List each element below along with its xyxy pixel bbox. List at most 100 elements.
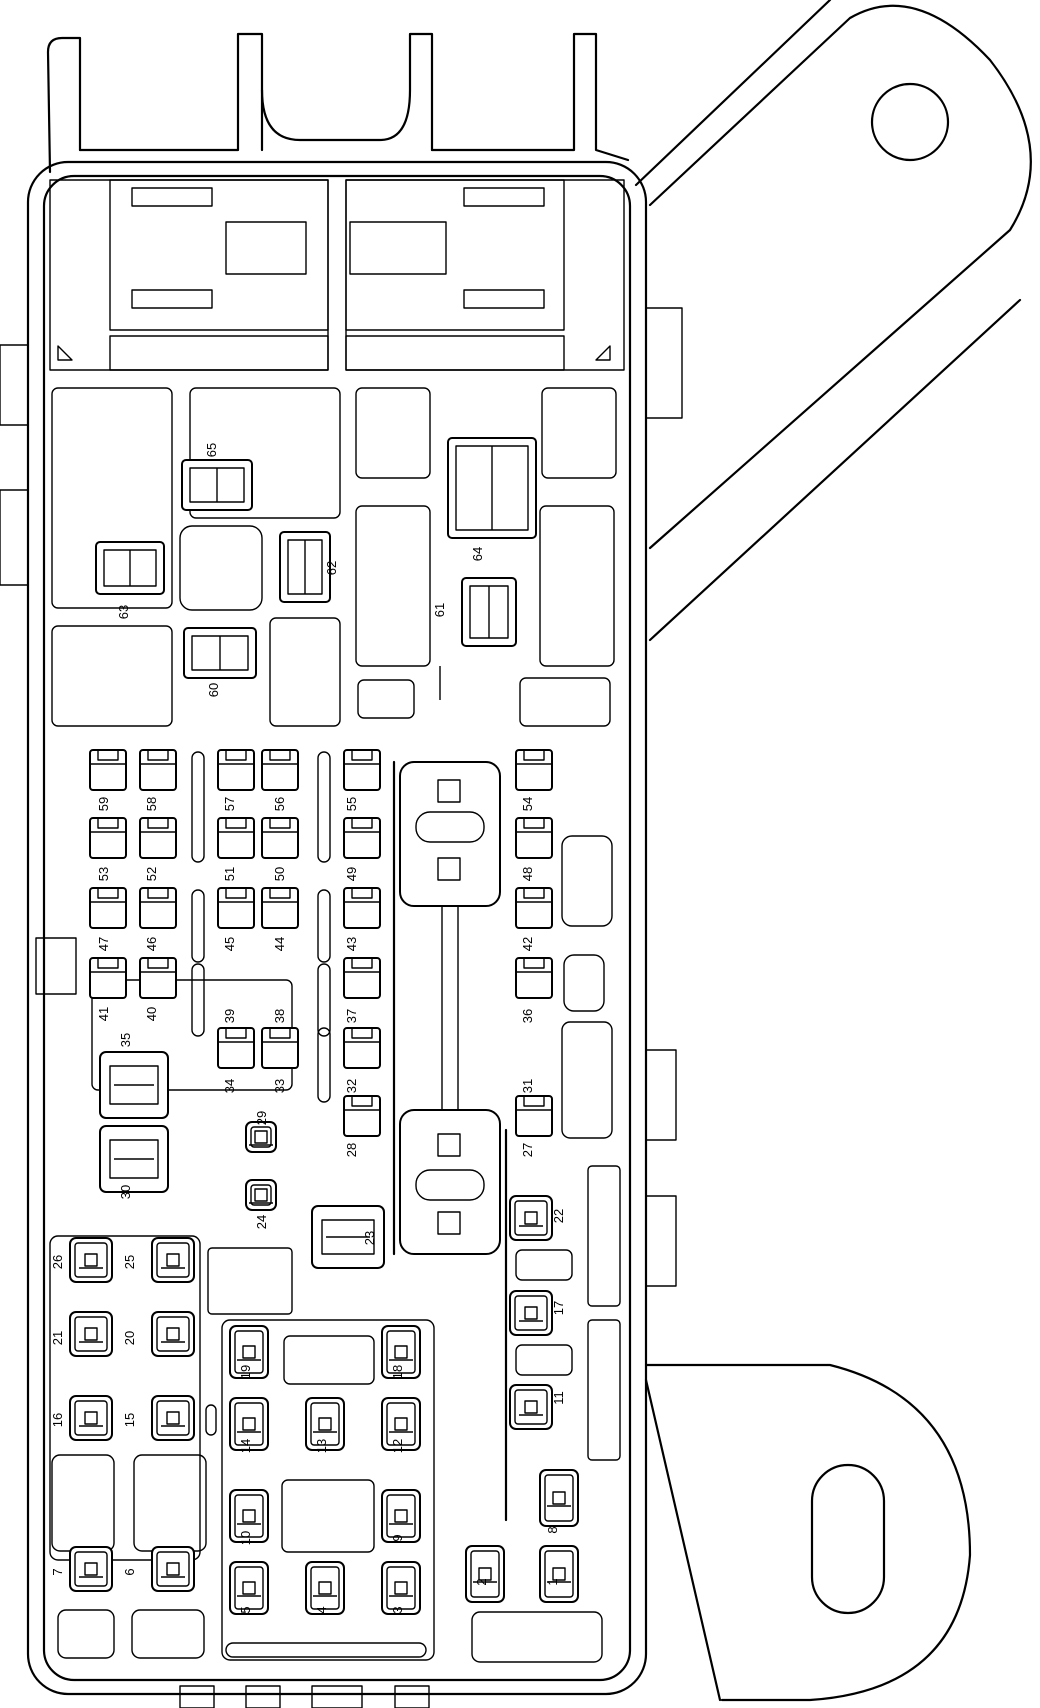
fuse-label-15: 15 xyxy=(122,1413,137,1427)
fuse-29: 29 xyxy=(245,1111,277,1153)
fuse-label-27: 27 xyxy=(520,1143,535,1157)
fuse-13: 13 xyxy=(305,1397,345,1453)
fuse-label-11: 11 xyxy=(551,1391,566,1405)
fuse-4: 4 xyxy=(305,1561,345,1615)
fuse-label-29: 29 xyxy=(254,1111,269,1125)
fuse-55: 55 xyxy=(343,749,381,811)
fuse-32: 32 xyxy=(343,1027,381,1093)
fuse-label-20: 20 xyxy=(122,1331,137,1345)
fuse-label-50: 50 xyxy=(272,867,287,881)
fuse-label-1: 1 xyxy=(545,1578,560,1585)
fuse-label-12: 12 xyxy=(390,1439,405,1453)
fuse-label-34: 34 xyxy=(222,1079,237,1093)
fuse-label-30: 30 xyxy=(118,1185,133,1199)
fuse-37: 37 xyxy=(343,957,381,1023)
fuse-label-48: 48 xyxy=(520,867,535,881)
fuse-61: 61 xyxy=(432,577,517,647)
fuse-label-32: 32 xyxy=(344,1079,359,1093)
fuse-8: 8 xyxy=(539,1469,579,1534)
fuse-63: 63 xyxy=(95,541,165,619)
fuse-label-44: 44 xyxy=(272,937,287,951)
fuse-1: 1 xyxy=(539,1545,579,1603)
fuse-label-8: 8 xyxy=(545,1526,560,1533)
fuse-label-63: 63 xyxy=(116,605,131,619)
fuse-3: 3 xyxy=(381,1561,421,1615)
fuse-42: 42 xyxy=(515,887,553,951)
mounting-bracket-lower xyxy=(644,1363,972,1702)
fuse-label-55: 55 xyxy=(344,797,359,811)
fuse-24: 24 xyxy=(245,1179,277,1229)
fuse-label-38: 38 xyxy=(272,1009,287,1023)
fuse-label-18: 18 xyxy=(390,1365,405,1379)
fuse-34: 34 xyxy=(222,1079,237,1093)
fuse-56: 56 xyxy=(261,749,299,811)
fuse-label-26: 26 xyxy=(50,1255,65,1269)
right-side-column xyxy=(515,835,621,1461)
fuse-label-56: 56 xyxy=(272,797,287,811)
fuse-12: 12 xyxy=(381,1397,421,1453)
fuse-53: 53 xyxy=(89,817,127,881)
fuse-19: 19 xyxy=(229,1325,269,1379)
fuse-25: 25 xyxy=(122,1237,195,1283)
fuse-50: 50 xyxy=(261,817,299,881)
slot-separators xyxy=(91,751,427,1658)
fuse-15: 15 xyxy=(122,1395,195,1441)
fuse-52: 52 xyxy=(139,817,177,881)
fuse-label-6: 6 xyxy=(122,1568,137,1575)
fuse-label-41: 41 xyxy=(96,1007,111,1021)
fuse-26: 26 xyxy=(50,1237,113,1283)
fuse-label-40: 40 xyxy=(144,1007,159,1021)
fuse-21: 21 xyxy=(50,1311,113,1357)
fuse-label-7: 7 xyxy=(50,1568,65,1575)
fuse-label-36: 36 xyxy=(520,1009,535,1023)
fuse-label-39: 39 xyxy=(222,1009,237,1023)
fuse-label-13: 13 xyxy=(314,1439,329,1453)
fuse-label-23: 23 xyxy=(362,1231,377,1245)
fuse-11: 11 xyxy=(509,1384,566,1430)
fuse-41: 41 xyxy=(89,957,127,1021)
fuse-label-45: 45 xyxy=(222,937,237,951)
fuse-label-35: 35 xyxy=(118,1033,133,1047)
fuse-layer: 1234567891011121314151617181920212223242… xyxy=(50,437,579,1615)
fuse-49: 49 xyxy=(343,817,381,881)
fuse-39: 39 xyxy=(217,1009,255,1069)
fuse-38: 38 xyxy=(261,1009,299,1069)
fuse-14: 14 xyxy=(229,1397,269,1453)
upper-relay-zone xyxy=(51,387,617,727)
fuse-58: 58 xyxy=(139,749,177,811)
fuse-51: 51 xyxy=(217,817,255,881)
fuse-7: 7 xyxy=(50,1546,113,1592)
fuse-label-22: 22 xyxy=(551,1209,566,1223)
lower-left-blocks xyxy=(49,1235,603,1663)
fuse-box-housing xyxy=(0,32,683,1708)
fuse-label-17: 17 xyxy=(551,1301,566,1315)
fuse-17: 17 xyxy=(509,1290,566,1336)
fuse-62: 62 xyxy=(279,531,339,603)
fuse-label-49: 49 xyxy=(344,867,359,881)
fuse-label-4: 4 xyxy=(314,1606,329,1613)
fuse-5: 5 xyxy=(229,1561,269,1615)
fuse-18: 18 xyxy=(381,1325,421,1379)
fuse-label-24: 24 xyxy=(254,1215,269,1229)
fuse-label-21: 21 xyxy=(50,1331,65,1345)
fuse-label-42: 42 xyxy=(520,937,535,951)
fuse-label-5: 5 xyxy=(238,1606,253,1613)
fuse-57: 57 xyxy=(217,749,255,811)
fuse-2: 2 xyxy=(465,1545,505,1603)
fuse-23: 23 xyxy=(311,1205,385,1269)
fuse-label-37: 37 xyxy=(344,1009,359,1023)
fuse-43: 43 xyxy=(343,887,381,951)
fuse-40: 40 xyxy=(139,957,177,1021)
fuse-9: 9 xyxy=(381,1489,421,1543)
fuse-33: 33 xyxy=(272,1079,287,1093)
fuse-35: 35 xyxy=(99,1033,169,1119)
fuse-20: 20 xyxy=(122,1311,195,1357)
fuse-label-33: 33 xyxy=(272,1079,287,1093)
fuse-label-59: 59 xyxy=(96,797,111,811)
fuse-31: 31 xyxy=(515,1079,553,1137)
fuse-10: 10 xyxy=(229,1489,269,1545)
fuse-label-9: 9 xyxy=(390,1534,405,1541)
fuse-label-52: 52 xyxy=(144,867,159,881)
fuse-label-61: 61 xyxy=(432,603,447,617)
fuse-label-64: 64 xyxy=(470,547,485,561)
